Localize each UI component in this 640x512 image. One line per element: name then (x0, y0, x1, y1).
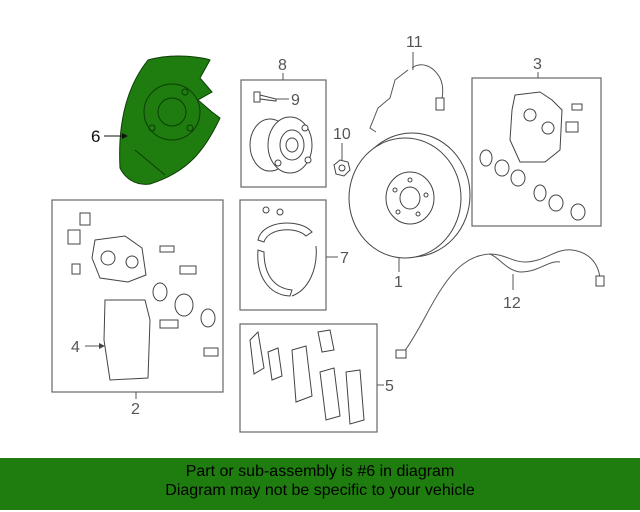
callout-5: 5 (385, 378, 394, 395)
hub-bearing-part[interactable] (249, 116, 313, 174)
brake-pads-part-5[interactable] (249, 329, 365, 425)
callout-11: 11 (406, 34, 423, 51)
callout-7: 7 (340, 250, 349, 267)
callout-3: 3 (533, 56, 542, 73)
brake-shoes-part-7[interactable] (257, 206, 317, 297)
callout-6: 6 (91, 127, 100, 146)
info-banner: Part or sub-assembly is #6 in diagram Di… (0, 458, 640, 510)
callout-12: 12 (503, 295, 521, 312)
box-part-7 (239, 199, 327, 311)
nut-part-10[interactable] (333, 159, 351, 177)
callout-9: 9 (291, 92, 300, 109)
hub-bolt-part-9[interactable] (253, 91, 277, 103)
callout-8: 8 (278, 57, 287, 74)
banner-line-2: Diagram may not be specific to your vehi… (165, 482, 475, 499)
caliper-part-3[interactable] (479, 91, 586, 221)
caliper-assembly-part-2[interactable] (67, 212, 219, 381)
callout-4: 4 (71, 339, 80, 356)
brake-hose-part-11[interactable] (369, 64, 445, 133)
box-part-2 (51, 199, 224, 393)
box-part-3 (471, 77, 602, 227)
box-part-5 (239, 323, 378, 433)
abs-sensor-part-12[interactable] (395, 249, 605, 359)
callout-10: 10 (333, 126, 351, 143)
callout-1: 1 (394, 274, 403, 291)
callout-2: 2 (131, 401, 140, 418)
banner-line-1: Part or sub-assembly is #6 in diagram (185, 463, 455, 480)
brake-rotor-part-1[interactable] (348, 132, 471, 259)
dust-shield-part-6[interactable] (119, 55, 221, 185)
